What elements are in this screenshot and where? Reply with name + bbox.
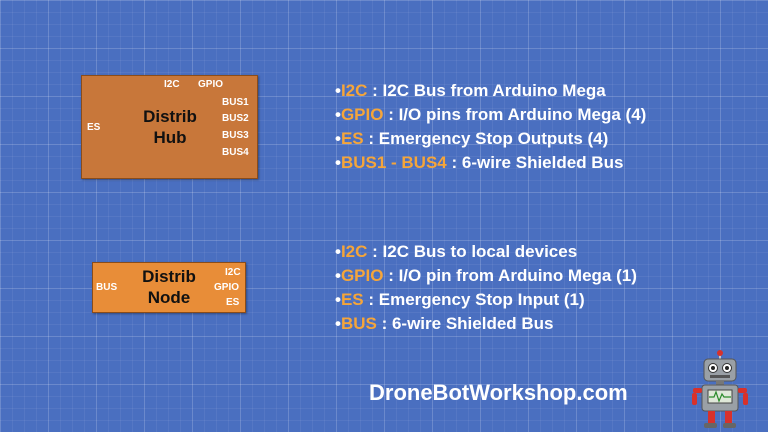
hub-label-bus4: BUS4 [222,147,249,158]
list-desc: : Emergency Stop Outputs (4) [363,129,609,148]
hub-label-i2c: I2C [164,79,180,90]
list-item: •ES : Emergency Stop Input (1) [335,290,585,309]
hub-title-line2: Hub [153,128,187,147]
website-label: DroneBotWorkshop.com [369,380,628,405]
list-key: ES [340,290,364,309]
hub-label-es: ES [87,122,101,133]
list-item: •BUS : 6-wire Shielded Bus [335,314,554,333]
node-label-gpio: GPIO [214,282,240,293]
list-desc: : I/O pin from Arduino Mega (1) [383,266,637,285]
list-key: I2C [340,81,368,100]
node-title-line2: Node [147,288,191,307]
node-title-line1: Distrib [142,267,196,286]
list-item: •GPIO : I/O pin from Arduino Mega (1) [335,266,637,285]
list-desc: : I2C Bus to local devices [367,242,578,261]
list-desc: : 6-wire Shielded Bus [446,153,624,172]
robot-mascot-icon [692,350,748,430]
distrib-node-block: BUS I2C GPIO ES Distrib Node [92,262,246,313]
hub-label-bus1: BUS1 [222,97,249,108]
list-key: BUS [340,314,377,333]
node-label-i2c: I2C [225,267,241,278]
node-label-bus: BUS [96,282,118,293]
hub-title: Distrib Hub [130,106,210,148]
list-desc: : 6-wire Shielded Bus [376,314,554,333]
list-key: ES [340,129,364,148]
list-desc: : I/O pins from Arduino Mega (4) [383,105,647,124]
list-key: BUS1 - BUS4 [340,153,447,172]
node-description-list: •I2C : I2C Bus to local devices •GPIO : … [335,240,637,336]
list-item: •I2C : I2C Bus to local devices [335,242,578,261]
list-key: I2C [340,242,368,261]
node-label-es: ES [226,297,240,308]
list-key: GPIO [340,266,384,285]
node-title: Distrib Node [129,266,209,308]
hub-label-bus2: BUS2 [222,113,249,124]
hub-description-list: •I2C : I2C Bus from Arduino Mega •GPIO :… [335,79,646,175]
list-item: •I2C : I2C Bus from Arduino Mega [335,81,606,100]
hub-title-line1: Distrib [143,107,197,126]
list-desc: : Emergency Stop Input (1) [363,290,585,309]
distrib-hub-block: I2C GPIO ES BUS1 BUS2 BUS3 BUS4 Distrib … [81,75,258,179]
list-item: •BUS1 - BUS4 : 6-wire Shielded Bus [335,153,624,172]
list-item: •ES : Emergency Stop Outputs (4) [335,129,609,148]
hub-label-bus3: BUS3 [222,130,249,141]
list-item: •GPIO : I/O pins from Arduino Mega (4) [335,105,647,124]
list-desc: : I2C Bus from Arduino Mega [367,81,606,100]
list-key: GPIO [340,105,384,124]
hub-label-gpio: GPIO [198,79,224,90]
